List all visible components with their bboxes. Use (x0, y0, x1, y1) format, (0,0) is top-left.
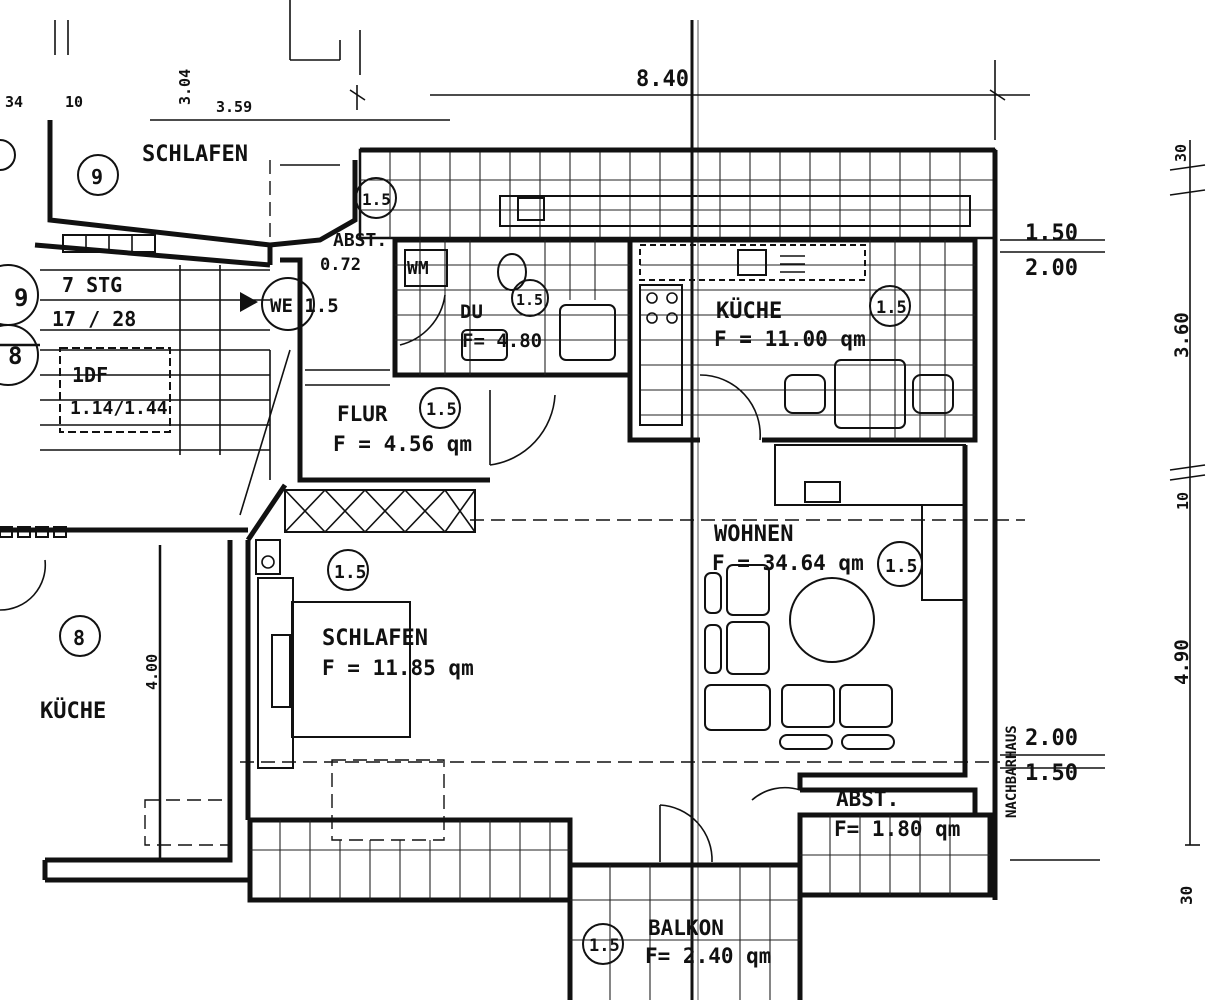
dim-840: 8.40 (636, 67, 689, 92)
kitchen-fixtures (639, 244, 954, 429)
tdf-label: 1DF (72, 363, 108, 387)
badge-unit-balkon: 1.5 (589, 936, 620, 956)
dim-200-top: 2.00 (1025, 256, 1078, 281)
bottom-terrace-tiles (250, 815, 990, 1000)
wohnen-area: F = 34.64 qm (712, 551, 864, 575)
balkon-name: BALKON (648, 916, 724, 940)
badge-8-left: 8 (8, 342, 22, 370)
du-area: F= 4.80 (462, 330, 542, 352)
flur-details (284, 374, 761, 533)
schlafen-furniture (144, 539, 445, 846)
dim-400: 4.00 (143, 654, 161, 690)
tdf-dims: 1.14/1.44 (70, 398, 168, 419)
dim-150-bottom: 1.50 (1025, 761, 1078, 786)
dimension-lines (150, 60, 1206, 861)
dim-304: 3.04 (176, 69, 194, 105)
abst-top-area: 0.72 (320, 255, 361, 275)
room-labels: SCHLAFEN 9 9 8 8 KÜCHE 7 STG 17 / 28 1DF… (8, 142, 1020, 968)
entrance-arrow-icon (240, 292, 258, 312)
stair-ratio: 17 / 28 (52, 307, 136, 331)
top-terrace-tiles (358, 148, 997, 240)
kueche-area: F = 11.00 qm (714, 327, 866, 351)
dim-200-bottom: 2.00 (1025, 726, 1078, 751)
dim-359: 3.59 (216, 98, 252, 116)
circle-badges (0, 139, 923, 965)
abst-top-label: ABST. (333, 230, 387, 251)
we-label: WE 1.5 (270, 295, 339, 317)
badge-8-kueche: 8 (73, 626, 85, 650)
abst-name: ABST. (836, 787, 899, 811)
stair-label: 7 STG (62, 273, 122, 297)
wm-label: WM (407, 258, 429, 279)
dim-30-bottom: 30 (1177, 886, 1196, 905)
badge-unit-wohnen: 1.5 (885, 556, 918, 577)
badge-9-upper: 9 (91, 165, 103, 189)
kitchen-tiles (640, 240, 975, 440)
abst-area: F= 1.80 qm (834, 817, 960, 841)
flur-name: FLUR (337, 402, 388, 426)
badge-unit-top: 1.5 (362, 190, 391, 209)
wohnen-furniture (659, 444, 966, 863)
schlafen-area: F = 11.85 qm (322, 656, 474, 680)
dim-490: 4.90 (1171, 639, 1193, 685)
du-label: DU (460, 301, 483, 323)
kueche-name: KÜCHE (716, 298, 782, 324)
bathroom-tiles (395, 240, 630, 375)
left-building (0, 0, 390, 860)
dim-150-top: 1.50 (1025, 221, 1078, 246)
wohnen-name: WOHNEN (714, 522, 793, 547)
room-schlafen-upper: SCHLAFEN (142, 142, 248, 167)
balkon-area: F= 2.40 qm (645, 944, 771, 968)
dimension-labels: 34 10 3.04 3.59 8.40 1.50 2.00 30 3.60 1… (5, 67, 1196, 905)
badge-unit-kueche: 1.5 (876, 298, 907, 318)
dim-360: 3.60 (1171, 312, 1193, 358)
nachbarhaus-label: NACHBARHAUS (1004, 725, 1020, 818)
dim-10-right: 10 (1174, 492, 1192, 510)
dim-10-top: 10 (65, 93, 83, 111)
badge-unit-schlafen: 1.5 (334, 562, 367, 583)
bathroom-fixtures (399, 249, 616, 361)
dim-30-top: 30 (1172, 144, 1190, 162)
dim-34: 34 (5, 93, 23, 111)
room-kueche-left: KÜCHE (40, 698, 106, 724)
badge-unit-flur: 1.5 (426, 400, 457, 420)
badge-9-left: 9 (14, 284, 28, 312)
schlafen-name: SCHLAFEN (322, 626, 428, 651)
apartment-walls (0, 120, 998, 1000)
badge-unit-du: 1.5 (516, 291, 543, 309)
flur-area: F = 4.56 qm (333, 432, 472, 456)
